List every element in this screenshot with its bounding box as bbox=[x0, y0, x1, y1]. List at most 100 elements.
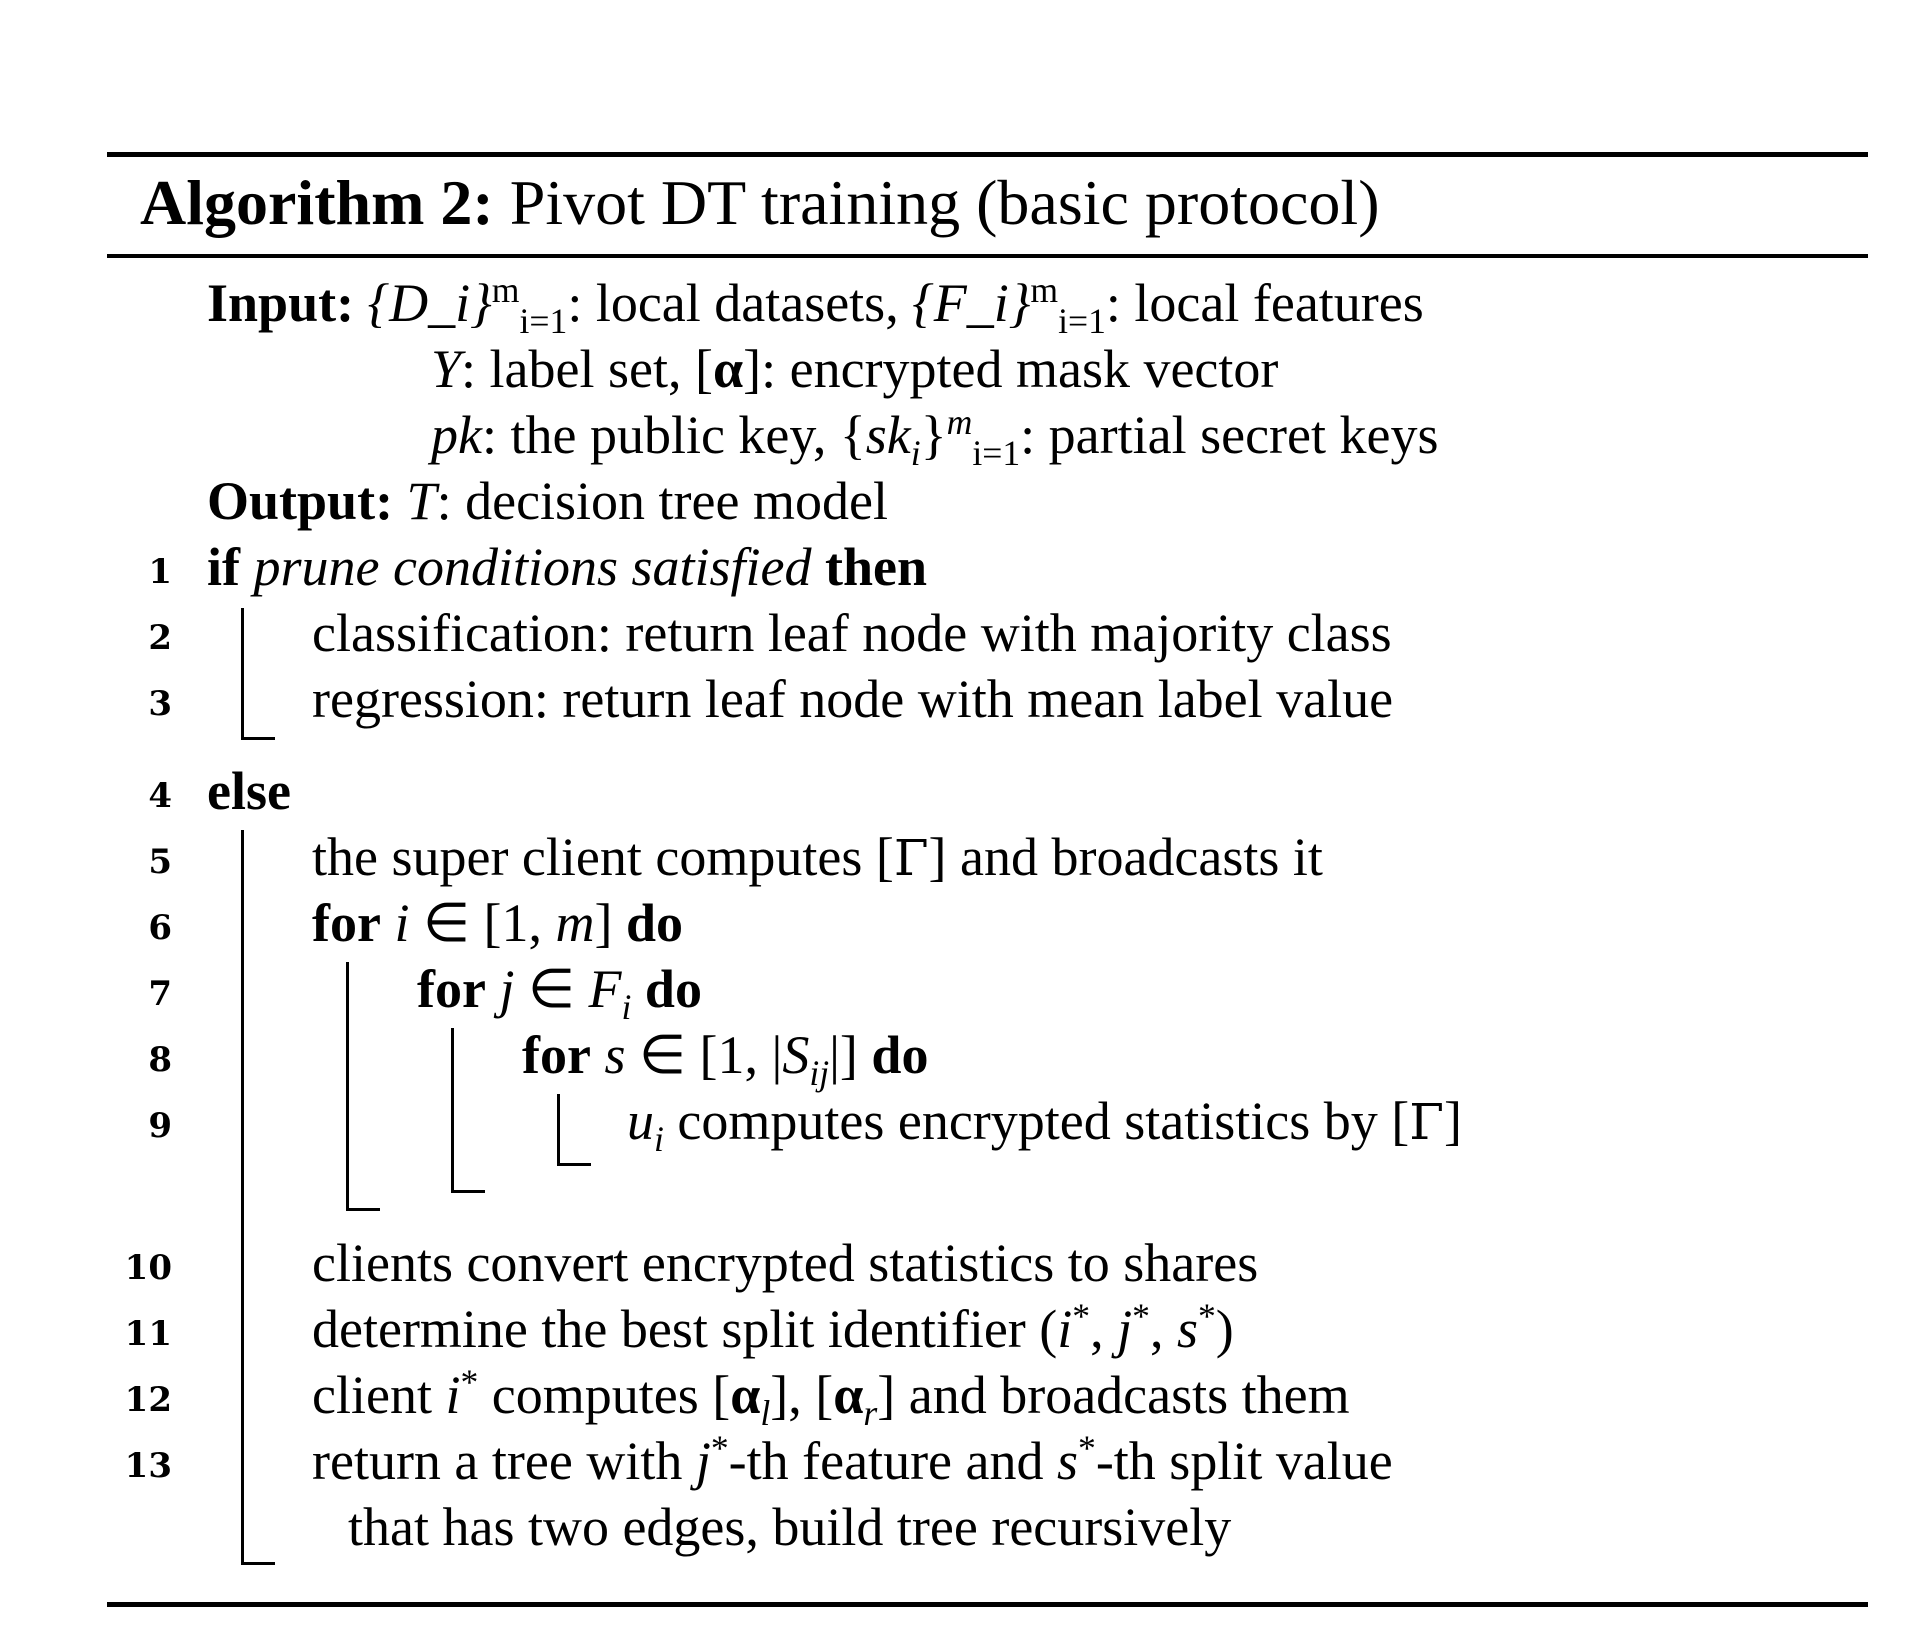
paren-close: ) bbox=[1215, 1299, 1234, 1359]
feature-text: -th feature and bbox=[728, 1431, 1057, 1491]
line-number-6: 6 bbox=[148, 908, 172, 948]
star-3: * bbox=[1197, 1296, 1216, 1336]
secret-key-set-sup: m bbox=[946, 402, 973, 442]
algo-line-1: if prune conditions satisfied then bbox=[207, 534, 927, 600]
then-keyword: then bbox=[824, 537, 927, 597]
secret-key-set-sub: i=1 bbox=[972, 432, 1021, 473]
line-number-11: 11 bbox=[124, 1314, 172, 1354]
algo-line-12: client i* computes [αl], [αr] and broadc… bbox=[312, 1362, 1350, 1430]
algo-line-9: ui computes encrypted statistics by [Γ] bbox=[627, 1088, 1462, 1157]
line-number-2: 2 bbox=[148, 618, 172, 658]
input-set-features: {F_i} bbox=[912, 273, 1031, 333]
alpha-right: α bbox=[833, 1365, 864, 1425]
split-var-s: s bbox=[1176, 1299, 1198, 1359]
do-keyword: do bbox=[625, 893, 684, 953]
alpha-right-sub: r bbox=[863, 1392, 878, 1433]
for-i-block-bracket-foot bbox=[346, 1208, 380, 1211]
star-s: * bbox=[1078, 1428, 1096, 1468]
input-features-text: : local features bbox=[1105, 273, 1424, 333]
line-number-3: 3 bbox=[148, 684, 172, 724]
split-value-text: -th split value bbox=[1095, 1431, 1393, 1491]
algorithm-label: Algorithm 2: bbox=[140, 167, 494, 238]
do-keyword: do bbox=[871, 1025, 929, 1085]
gamma-symbol: Γ bbox=[1409, 1093, 1444, 1151]
broadcast-text: ] and broadcasts it bbox=[928, 827, 1323, 887]
star-2: * bbox=[1132, 1296, 1150, 1336]
algo-line-7: for j ∈ Fi do bbox=[417, 956, 702, 1025]
element-of: ∈ bbox=[514, 959, 589, 1019]
line-number-12: 12 bbox=[124, 1380, 172, 1420]
secret-key-var: sk bbox=[865, 405, 911, 465]
else-block-bracket bbox=[241, 830, 244, 1565]
algo-line-10: clients convert encrypted statistics to … bbox=[312, 1233, 1259, 1293]
input-datasets-text: : local datasets, bbox=[567, 273, 913, 333]
return-tree-text: return a tree with bbox=[312, 1431, 696, 1491]
input-line-1: Input: {D_i}mi=1: local datasets, {F_i}m… bbox=[207, 270, 1424, 338]
bottom-rule bbox=[107, 1602, 1868, 1607]
star-1: * bbox=[1072, 1296, 1091, 1336]
for-keyword: for bbox=[522, 1025, 591, 1085]
algo-line-8: for s ∈ [1, |Sij|] do bbox=[522, 1022, 929, 1091]
range-text: ∈ [1, bbox=[409, 893, 556, 953]
algo-line-3: regression: return leaf node with mean l… bbox=[312, 669, 1394, 729]
public-key-text: : the public key, { bbox=[481, 405, 866, 465]
feature-set-var: F bbox=[588, 959, 622, 1019]
label-set-var: Y bbox=[431, 339, 462, 399]
do-keyword: do bbox=[644, 959, 702, 1019]
loop-var-m: m bbox=[555, 893, 595, 953]
algo-line-5: the super client computes [Γ] and broadc… bbox=[312, 824, 1323, 891]
split-var-j: j bbox=[1117, 1299, 1133, 1359]
algo-line-13: return a tree with j*-th feature and s*-… bbox=[312, 1428, 1393, 1494]
input-keyword: Input: bbox=[207, 273, 355, 333]
split-var-s: s bbox=[1056, 1431, 1078, 1491]
input-set-features-sup: m bbox=[1030, 270, 1059, 310]
line-number-9: 9 bbox=[148, 1106, 172, 1146]
output-line: Output: T: decision tree model bbox=[207, 468, 888, 534]
gamma-symbol: Γ bbox=[893, 829, 929, 887]
secret-key-text: : partial secret keys bbox=[1020, 405, 1439, 465]
input-set-datasets: {D_i} bbox=[367, 273, 492, 333]
for-j-block-bracket bbox=[451, 1028, 454, 1193]
client-var-i: i bbox=[445, 1365, 461, 1425]
algo-line-13-continuation: that has two edges, build tree recursive… bbox=[348, 1497, 1232, 1557]
client-text: client bbox=[312, 1365, 446, 1425]
line-number-8: 8 bbox=[148, 1040, 172, 1080]
alpha-left: α bbox=[730, 1365, 761, 1425]
output-keyword: Output: bbox=[207, 471, 394, 531]
if-keyword: if bbox=[207, 537, 240, 597]
feature-set-sub: i bbox=[621, 986, 632, 1027]
for-keyword: for bbox=[312, 893, 381, 953]
mask-vector-text: ]: encrypted mask vector bbox=[743, 339, 1279, 399]
loop-var-s: s bbox=[604, 1025, 626, 1085]
loop-var-i: i bbox=[394, 893, 410, 953]
input-line-2: Y: label set, [α]: encrypted mask vector bbox=[431, 336, 1278, 402]
for-s-block-bracket-foot bbox=[557, 1163, 591, 1166]
line-number-7: 7 bbox=[148, 974, 172, 1014]
else-keyword: else bbox=[207, 761, 291, 821]
for-keyword: for bbox=[417, 959, 486, 1019]
prune-condition: prune conditions satisfied bbox=[253, 537, 812, 597]
mask-vector-alpha: α bbox=[712, 339, 744, 399]
feature-var-j: j bbox=[695, 1431, 711, 1491]
client-var-u: u bbox=[627, 1091, 654, 1151]
input-set-datasets-sub: i=1 bbox=[519, 300, 568, 341]
broadcasts-text: ] and broadcasts them bbox=[877, 1365, 1350, 1425]
split-set-var: S bbox=[782, 1025, 810, 1085]
alpha-left-sub: l bbox=[760, 1392, 771, 1433]
algo-line-4: else bbox=[207, 758, 291, 824]
for-i-block-bracket bbox=[346, 962, 349, 1211]
split-var-i: i bbox=[1057, 1299, 1073, 1359]
public-key-var: pk bbox=[431, 405, 482, 465]
algorithm-name: Pivot DT training (basic protocol) bbox=[509, 167, 1380, 238]
statistics-text: computes encrypted statistics by [ bbox=[663, 1091, 1410, 1151]
if-block-bracket bbox=[241, 608, 244, 740]
algo-line-6: for i ∈ [1, m] do bbox=[312, 890, 683, 956]
algo-line-11: determine the best split identifier (i*,… bbox=[312, 1296, 1234, 1362]
input-line-3: pk: the public key, {ski}mi=1: partial s… bbox=[431, 402, 1439, 470]
comma-2: , bbox=[1149, 1299, 1177, 1359]
bracket-mid: ], [ bbox=[770, 1365, 834, 1425]
best-split-text: determine the best split identifier ( bbox=[312, 1299, 1058, 1359]
input-set-datasets-sup: m bbox=[491, 270, 520, 310]
split-set-sub: ij bbox=[809, 1052, 830, 1093]
top-rule bbox=[107, 152, 1868, 157]
